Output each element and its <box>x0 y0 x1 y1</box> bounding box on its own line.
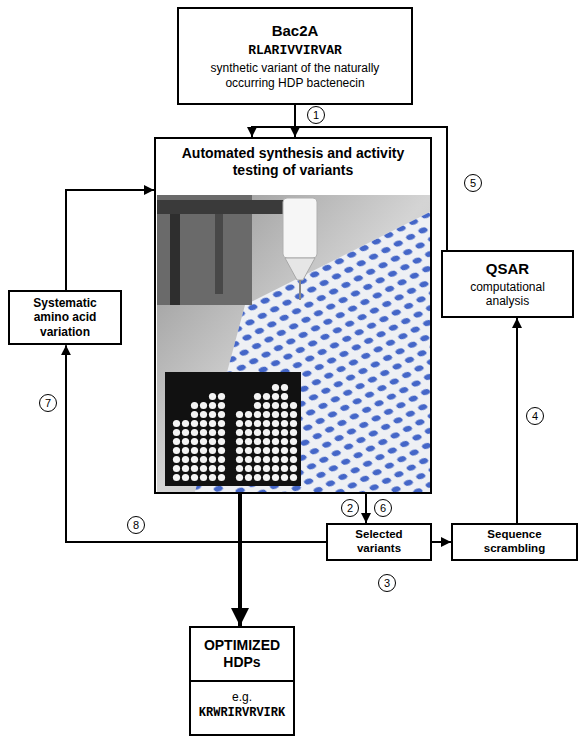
pipette-head <box>283 198 317 258</box>
box-heading: QSAR <box>486 260 529 278</box>
photo <box>157 195 430 492</box>
flow-arrow <box>432 541 451 543</box>
callout-number: 2 <box>341 499 359 517</box>
box-text: synthetic variant of the naturally occur… <box>187 61 403 90</box>
flow-arrow <box>238 494 242 626</box>
box-heading: Bac2A <box>272 22 319 40</box>
inset-image <box>165 372 301 486</box>
pipette-cone <box>285 258 315 280</box>
rail <box>215 214 223 294</box>
process-box: QSAR computational analysis <box>441 250 574 318</box>
flow-arrow <box>66 190 154 290</box>
callout-number: 8 <box>127 516 145 534</box>
box-heading: Automated synthesis and activity testing… <box>164 145 422 179</box>
box-text: computational analysis <box>447 280 568 309</box>
process-box: Sequence scrambling <box>451 523 578 561</box>
box-text: RLARIVVIRVAR <box>248 43 342 59</box>
box-heading: Sequence scrambling <box>456 528 573 556</box>
process-box: Systematic amino acid variation <box>8 290 122 345</box>
process-box: Automated synthesis and activity testing… <box>154 137 432 494</box>
flow-arrow <box>66 345 326 542</box>
box-text: KRWRIRVRVIRK <box>199 706 285 720</box>
rail <box>170 214 180 305</box>
pipette-tip <box>299 280 301 300</box>
flow-arrow <box>516 318 518 523</box>
flow-arrow <box>294 105 296 137</box>
callout-number: 6 <box>374 499 392 517</box>
callout-number: 7 <box>39 394 57 412</box>
callout-number: 3 <box>378 574 396 592</box>
source-box: Bac2A RLARIVVIRVAR synthetic variant of th… <box>177 7 413 105</box>
flow-arrow <box>365 494 367 523</box>
process-box: Selected variants <box>326 523 432 561</box>
box-heading: OPTIMIZED HDPs <box>191 628 293 682</box>
box-heading: Selected variants <box>332 528 426 556</box>
callout-number: 4 <box>526 407 544 425</box>
callout-number: 5 <box>464 174 482 192</box>
inset-spots <box>172 383 298 482</box>
box-heading: Systematic amino acid variation <box>14 296 116 339</box>
box-text: e.g. <box>232 690 252 704</box>
callout-number: 1 <box>307 106 325 124</box>
result-box: OPTIMIZED HDPs e.g. KRWRIRVRVIRK <box>189 626 295 736</box>
photo-ground <box>157 195 430 492</box>
